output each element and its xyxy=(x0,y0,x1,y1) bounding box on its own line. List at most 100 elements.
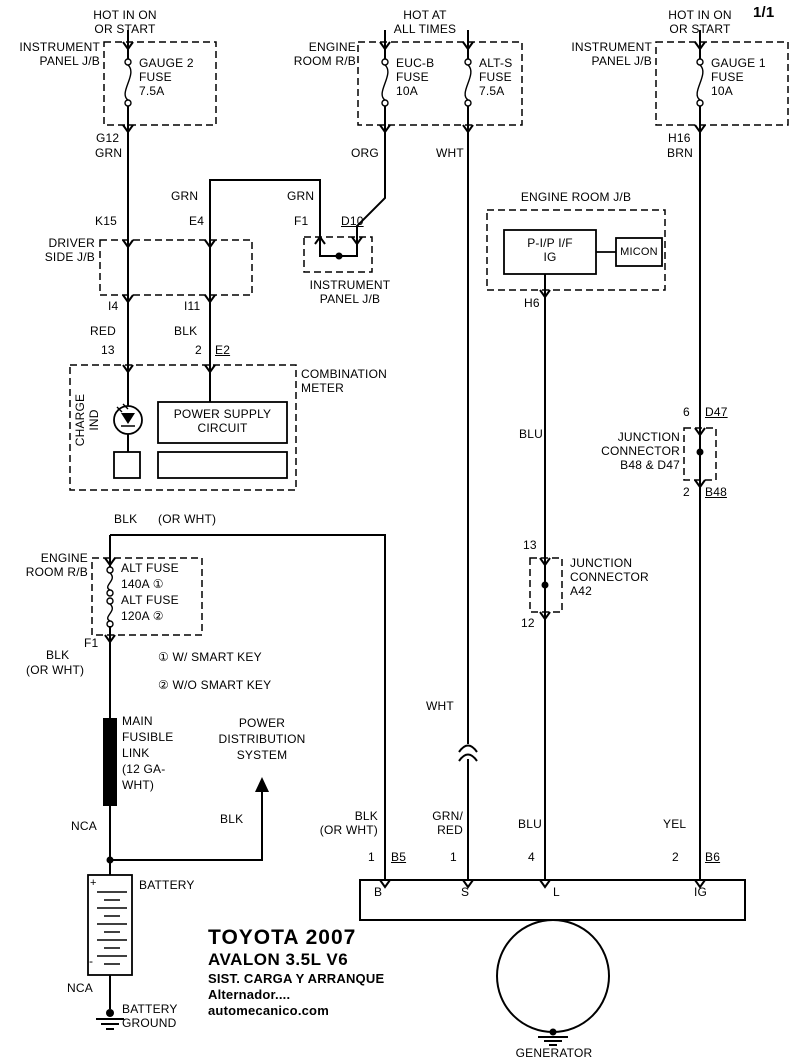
wire-wht-label-2: WHT xyxy=(426,699,454,713)
charge-indicator-label: CHARGE IND xyxy=(73,393,101,447)
pin-h16: H16 xyxy=(668,131,691,145)
pin-1-s: 1 xyxy=(450,850,457,864)
wire-blk-label-1: BLK xyxy=(174,324,198,338)
engine-room-rb-lower-label: ENGINE ROOM R/B xyxy=(25,551,88,579)
footer-model: AVALON 3.5L V6 xyxy=(208,950,349,969)
fuse-eucb-icon xyxy=(381,58,389,107)
wire-blu-label-1: BLU xyxy=(519,427,543,441)
pin-e4: E4 xyxy=(189,214,205,228)
battery-symbol xyxy=(87,874,133,976)
wire-blk-orwht-label: BLK (OR WHT) xyxy=(319,809,378,837)
instrument-panel-jb-left-label: INSTRUMENT PANEL J/B xyxy=(19,40,100,68)
generator-symbol xyxy=(496,919,610,1033)
gauge2-fuse-label: GAUGE 2 FUSE 7.5A xyxy=(139,56,194,98)
battery-label: BATTERY xyxy=(139,878,195,892)
note-smart-key: ① W/ SMART KEY xyxy=(158,650,262,664)
pip-if-label: P-I/P I/F IG xyxy=(527,236,573,264)
engine-room-jb-box xyxy=(486,209,666,291)
note-no-smart-key: ② W/O SMART KEY xyxy=(158,678,272,692)
pin-i4: I4 xyxy=(108,299,119,313)
instrument-panel-jb-right-label: INSTRUMENT PANEL J/B xyxy=(571,40,652,68)
fuse-alts-icon xyxy=(464,58,472,107)
pin-13-a42: 13 xyxy=(523,538,537,552)
terminal-s: S xyxy=(461,885,470,899)
wire-charging-blk xyxy=(109,534,386,1009)
junction-connector-b48-box xyxy=(683,427,717,481)
wire-blk-label-2: BLK xyxy=(114,512,138,526)
wire-wht-label-1: WHT xyxy=(436,146,464,160)
ground-icon-generator xyxy=(538,1028,568,1046)
junction-dashed-boxes xyxy=(69,41,789,636)
wire-brn-label: BRN xyxy=(667,146,693,160)
terminal-l: L xyxy=(553,885,560,899)
pin-i11: I11 xyxy=(184,299,201,313)
junction-dots xyxy=(106,252,704,864)
meter-small-box xyxy=(113,451,141,479)
wire-grn-label-3: GRN xyxy=(287,189,315,203)
driver-side-jb-label: DRIVER SIDE J/B xyxy=(44,236,95,264)
engine-room-rb-top-label: ENGINE ROOM R/B xyxy=(293,40,356,68)
power-supply-circuit-box xyxy=(157,401,288,444)
footer-make-year: TOYOTA 2007 xyxy=(208,926,357,949)
pin-12: 12 xyxy=(521,616,535,630)
wire-grn-red-label: GRN/ RED xyxy=(432,809,463,837)
header-hot-left: HOT IN ON OR START xyxy=(93,8,157,36)
wire-break-icon xyxy=(458,744,478,762)
pin-d47: D47 xyxy=(705,405,728,419)
header-hot-right: HOT IN ON OR START xyxy=(668,8,732,36)
pin-2-meter: 2 xyxy=(195,343,202,357)
pin-4: 4 xyxy=(528,850,535,864)
pin-b48: B48 xyxy=(705,485,727,499)
main-fusible-link-bar xyxy=(103,718,117,806)
main-fusible-link-label: MAIN FUSIBLE LINK (12 GA- WHT) xyxy=(122,714,174,792)
wires xyxy=(109,30,701,1009)
pin-f1-lower: F1 xyxy=(84,636,99,650)
instrument-panel-jb-small-box xyxy=(303,236,373,273)
pin-b5: B5 xyxy=(391,850,407,864)
wire-org-label: ORG xyxy=(351,146,379,160)
engine-room-rb-top-box xyxy=(357,41,523,126)
wire-grn-link xyxy=(209,179,358,402)
instrument-panel-jb-small-label: INSTRUMENT PANEL J/B xyxy=(309,278,391,306)
wire-red-label: RED xyxy=(90,324,116,338)
footer-subsystem: Alternador.... xyxy=(208,987,291,1002)
footer-system: SIST. CARGA Y ARRANQUE xyxy=(208,971,385,986)
footer-site: automecanico.com xyxy=(208,1003,329,1018)
wire-eucb-org xyxy=(356,30,386,237)
pin-g12: G12 xyxy=(96,131,120,145)
combination-meter-label: COMBINATION METER xyxy=(301,367,387,395)
power-distribution-label: POWER DISTRIBUTION SYSTEM xyxy=(218,716,306,762)
pin-6: 6 xyxy=(683,405,690,419)
euc-b-fuse-label: EUC-B FUSE 10A xyxy=(396,56,435,98)
wire-blu-label-2: BLU xyxy=(518,817,542,831)
pin-e2: E2 xyxy=(215,343,231,357)
power-supply-circuit-label: POWER SUPPLY CIRCUIT xyxy=(173,407,272,435)
header-hot-center: HOT AT ALL TIMES xyxy=(393,8,457,36)
terminal-b: B xyxy=(374,885,383,899)
wire-nca-label-1: NCA xyxy=(71,819,97,833)
battery-minus-sign: - xyxy=(89,954,94,968)
gauge1-fuse-label: GAUGE 1 FUSE 10A xyxy=(711,56,766,98)
battery-ground-label: BATTERY GROUND xyxy=(122,1002,178,1030)
terminal-ig: IG xyxy=(694,885,708,899)
junction-connector-a42-label: JUNCTION CONNECTOR A42 xyxy=(570,556,649,598)
pin-d10: D10 xyxy=(341,214,364,228)
ground-icon-battery xyxy=(96,1009,124,1030)
wire-pds-blk xyxy=(110,791,263,861)
pin-h6: H6 xyxy=(524,296,540,310)
wire-grn-label-1: GRN xyxy=(95,146,123,160)
pin-2-b48: 2 xyxy=(683,485,690,499)
pin-13-meter: 13 xyxy=(101,343,115,357)
junction-connector-b48-label: JUNCTION CONNECTOR B48 & D47 xyxy=(601,430,680,472)
pin-1-b: 1 xyxy=(368,850,375,864)
wire-yel-label: YEL xyxy=(663,817,687,831)
battery-plus-sign: + xyxy=(90,877,97,889)
generator-label: GENERATOR xyxy=(515,1046,593,1060)
combination-meter-box xyxy=(69,364,297,491)
pin-f1-top: F1 xyxy=(294,214,309,228)
wire-nca-label-2: NCA xyxy=(67,981,93,995)
page-number: 1/1 xyxy=(753,4,775,21)
fuse-alt140-icon xyxy=(106,566,114,597)
